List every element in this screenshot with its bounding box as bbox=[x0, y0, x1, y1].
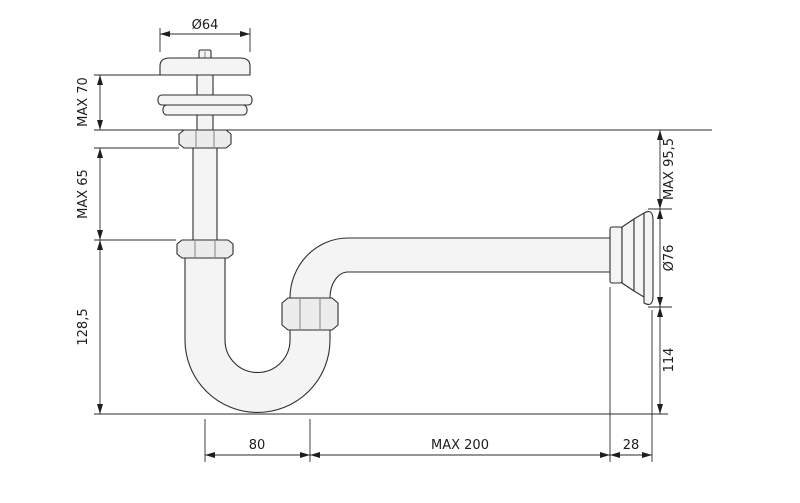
label-28: 28 bbox=[623, 438, 640, 453]
washer-upper bbox=[157, 94, 253, 106]
tailpipe bbox=[192, 147, 218, 249]
wall-flange-bell bbox=[643, 211, 654, 305]
drain-stem-upper bbox=[196, 74, 214, 97]
label-max200: MAX 200 bbox=[431, 438, 489, 453]
label-max65: MAX 65 bbox=[76, 169, 91, 219]
outlet-slip-nut bbox=[281, 297, 339, 331]
label-114: 114 bbox=[662, 348, 677, 373]
wall-flange-cone-inner bbox=[621, 218, 635, 292]
label-dia64: Ø64 bbox=[192, 18, 219, 33]
drain-stem-lower bbox=[196, 114, 214, 132]
label-80: 80 bbox=[249, 438, 266, 453]
wall-flange-cone-outer bbox=[633, 212, 645, 298]
siphon-parts bbox=[157, 49, 654, 413]
dimension-lines bbox=[97, 31, 663, 458]
label-128-5: 128,5 bbox=[76, 308, 91, 345]
drain-flange bbox=[159, 57, 251, 76]
locknut bbox=[178, 129, 232, 149]
dimension-labels: Ø64 MAX 70 MAX 65 128,5 MAX 95,5 Ø76 114… bbox=[76, 18, 677, 453]
label-max95-5: MAX 95,5 bbox=[662, 138, 677, 200]
elbow-horizontal-pipe bbox=[289, 237, 615, 299]
label-dia76: Ø76 bbox=[662, 245, 677, 272]
wall-flange-ring bbox=[609, 226, 623, 284]
washer-lower bbox=[162, 104, 248, 116]
inlet-slip-nut bbox=[176, 239, 234, 259]
trap-u-bend bbox=[184, 257, 331, 413]
label-max70: MAX 70 bbox=[76, 77, 91, 127]
